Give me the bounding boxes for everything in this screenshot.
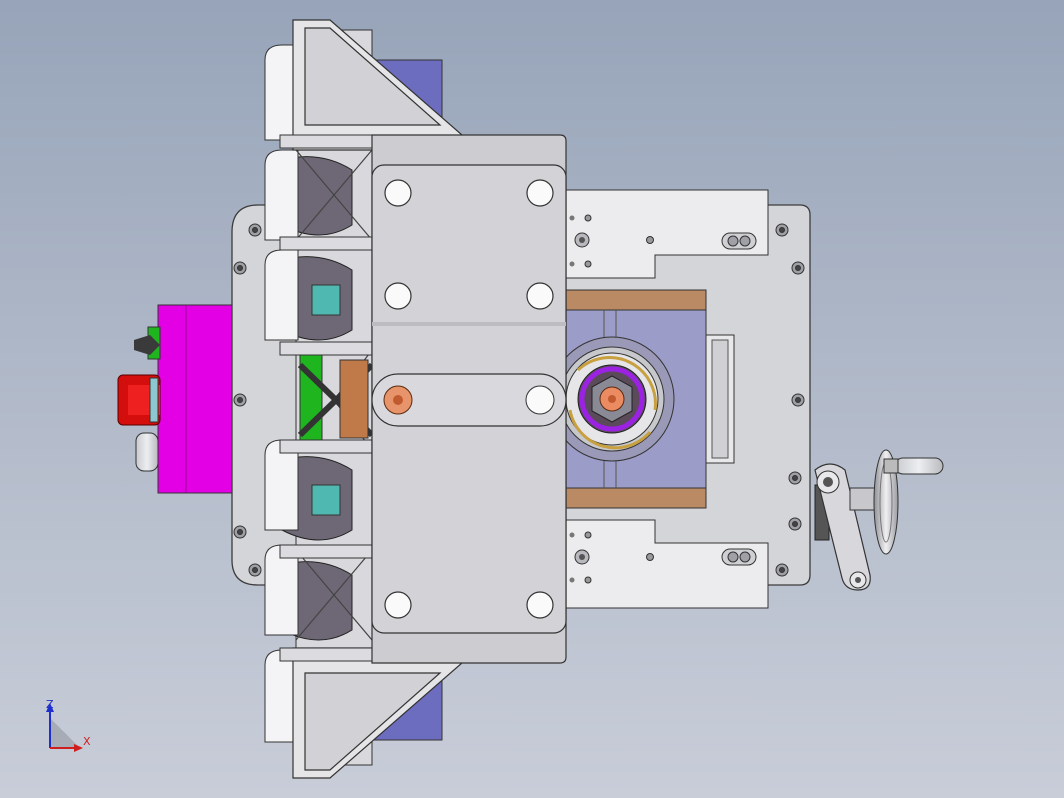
main-vertical-plate [371,134,567,664]
upper-right-bracket [564,189,769,279]
gussets [292,19,463,779]
lower-right-bracket [564,519,769,609]
axis-triad: Z X [40,698,100,758]
x-axis-label: X [83,735,91,748]
plate-bolts [233,223,805,577]
fixture-center [549,289,735,509]
z-axis-label: Z [46,698,54,711]
triad-graphic [46,703,83,752]
z-axis-arrow [46,703,54,712]
handwheel-assembly [814,449,944,591]
left-control-block [117,304,233,494]
x-axis-arrow [74,744,83,752]
